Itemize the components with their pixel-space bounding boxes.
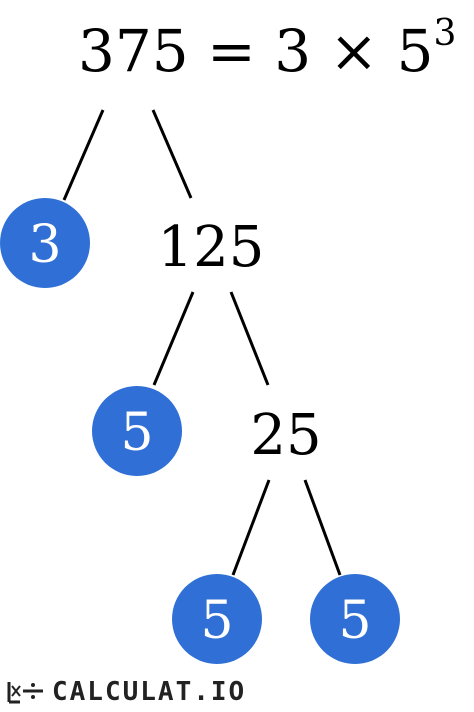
prime-node-5-level3-left-label: 5 xyxy=(200,591,233,651)
prime-node-3-label: 3 xyxy=(28,215,61,275)
branch-root-right xyxy=(151,109,193,199)
prime-node-5-level3-left: 5 xyxy=(172,574,262,664)
equation-times: × xyxy=(329,17,379,85)
equation-factor: 3 xyxy=(274,17,312,85)
branch-125-right xyxy=(229,291,270,386)
calculat-io-logo: CALCULAT.IO xyxy=(6,676,246,708)
factorization-equation: 375 = 3 × 53 xyxy=(78,16,456,81)
prime-node-3: 3 xyxy=(0,198,90,288)
composite-node-25: 25 xyxy=(250,403,321,468)
prime-node-5-level2-label: 5 xyxy=(120,403,153,463)
calculator-logo-icon xyxy=(7,682,43,704)
composite-node-125: 125 xyxy=(158,215,265,280)
equation-exponent: 3 xyxy=(433,13,457,54)
equation-equals: = xyxy=(207,17,256,85)
branch-25-left xyxy=(231,479,271,576)
logo-text: CALCULAT.IO xyxy=(52,677,247,707)
branch-root-left xyxy=(62,109,105,201)
prime-node-5-level3-right: 5 xyxy=(310,574,400,664)
prime-node-5-level2: 5 xyxy=(92,386,182,476)
branch-25-right xyxy=(303,479,342,576)
equation-number: 375 xyxy=(78,17,189,85)
equation-base: 5 xyxy=(396,17,434,85)
prime-node-5-level3-right-label: 5 xyxy=(338,591,371,651)
branch-125-left xyxy=(152,291,195,386)
